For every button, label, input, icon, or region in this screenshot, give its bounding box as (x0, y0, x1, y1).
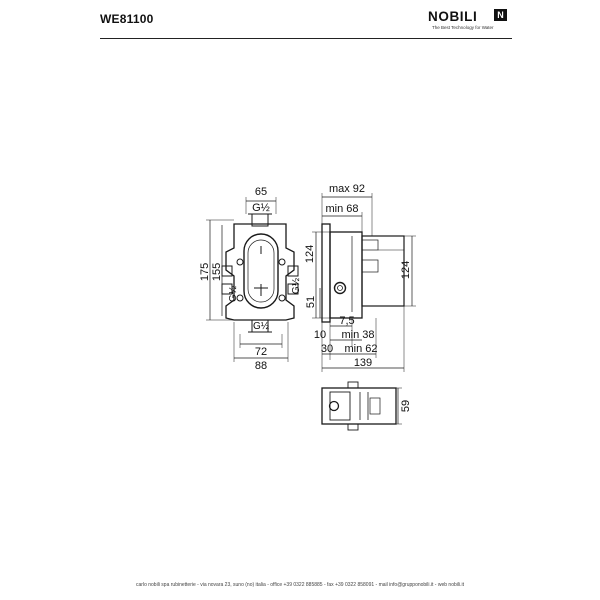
dim-width-bottom-inner: 72 (255, 346, 267, 358)
dim-top-height: 59 (400, 400, 412, 412)
dim-10: 10 (314, 329, 326, 341)
dim-30: 30 (321, 343, 333, 355)
dim-height-inner: 155 (211, 263, 223, 281)
brand-logo: NOBILI N The Best Technology for Water (428, 8, 512, 34)
dim-width-top: 65 (255, 186, 267, 198)
dim-min-62: min 62 (344, 343, 377, 355)
dim-max-depth: max 92 (329, 183, 365, 195)
brand-mark-icon: N (494, 9, 507, 21)
footer-contact: carlo nobili spa rubinetterie - via nova… (136, 582, 464, 588)
dim-height-outer: 175 (199, 263, 211, 281)
side-view (312, 193, 416, 372)
dim-port-height: 51 (305, 296, 317, 308)
dim-right-height: 124 (400, 261, 412, 279)
dim-min-38: min 38 (341, 329, 374, 341)
dim-thread-bottom: G½ (253, 321, 270, 332)
product-code: WE81100 (100, 12, 154, 26)
brand-name: NOBILI (428, 9, 478, 24)
header-rule (100, 38, 512, 39)
top-view (321, 381, 402, 431)
dim-min-depth: min 68 (325, 203, 358, 215)
dim-thread-right: G½ (291, 277, 302, 294)
dim-total-depth: 139 (354, 357, 372, 369)
dim-width-bottom-outer: 88 (255, 360, 267, 372)
dim-thread-left: G½ (228, 285, 239, 302)
dim-left-height: 124 (304, 245, 316, 263)
front-view (206, 197, 299, 362)
brand-tagline: The Best Technology for Water (432, 25, 494, 30)
dim-7-5: 7,5 (339, 315, 354, 327)
dim-thread-top: G½ (252, 202, 270, 214)
